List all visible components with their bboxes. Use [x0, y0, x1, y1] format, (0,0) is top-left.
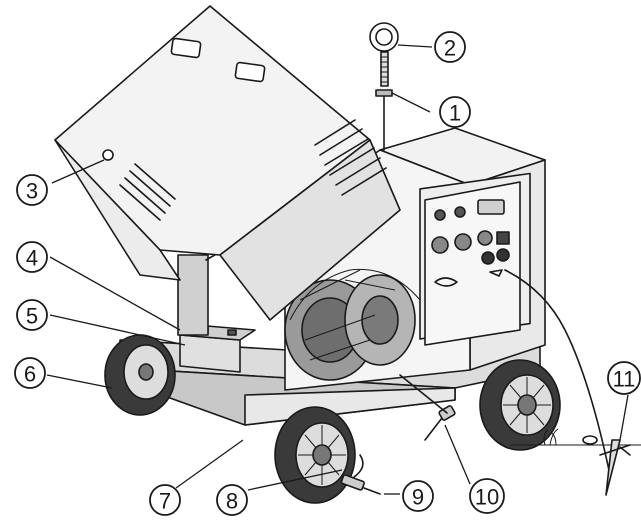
callout-6-label: 6 [24, 362, 36, 387]
callout-10-label: 10 [475, 485, 499, 510]
callout-9-label: 9 [412, 485, 424, 510]
engine-block [284, 268, 421, 381]
drain-hose-clip [353, 454, 364, 478]
canopy-handle-1 [170, 37, 202, 59]
callout-1-label: 1 [449, 101, 461, 126]
callout-1: 1 [439, 96, 471, 128]
panel-fuel-icon [434, 277, 458, 287]
callout-4: 4 [16, 241, 48, 273]
callout-4-label: 4 [26, 246, 38, 271]
callout-3-label: 3 [26, 179, 38, 204]
wheel-front-left [104, 334, 176, 416]
callout-2-label: 2 [444, 36, 456, 61]
panel-breaker [496, 231, 510, 245]
panel-socket-1 [431, 236, 449, 254]
canopy-vents [119, 119, 387, 221]
panel-terminal-1 [481, 251, 495, 265]
callout-6: 6 [14, 357, 46, 389]
callout-11-label: 11 [613, 367, 636, 392]
drain-plug [340, 474, 381, 495]
wheel-rear-right [479, 359, 561, 451]
panel-switch-1 [434, 209, 446, 221]
oil-dipstick [399, 374, 456, 441]
leader-lines [46, 44, 629, 495]
wheel-front-right [274, 406, 356, 504]
callout-9: 9 [402, 480, 434, 512]
panel-socket-3 [477, 230, 493, 246]
callout-2: 2 [434, 31, 466, 63]
lifting-eye-bolt [369, 22, 399, 87]
canopy-handle-2 [234, 61, 266, 83]
panel-ground-icon [489, 269, 503, 277]
lifting-mount-nut [375, 89, 393, 151]
callout-10: 10 [469, 478, 505, 514]
callout-11: 11 [607, 361, 641, 395]
callout-3: 3 [16, 174, 48, 206]
callout-7: 7 [149, 484, 181, 516]
canopy-latch [102, 149, 114, 161]
callout-7-label: 7 [159, 489, 171, 514]
control-panel [424, 181, 521, 346]
panel-terminal-2 [496, 248, 510, 262]
callout-8-label: 8 [226, 489, 238, 514]
callout-5: 5 [16, 299, 48, 331]
panel-switch-2 [454, 206, 466, 218]
panel-display [477, 199, 505, 215]
callout-5-label: 5 [26, 304, 38, 329]
grounding-rod [599, 439, 631, 496]
callout-8: 8 [216, 484, 248, 516]
grounding-cable [504, 269, 611, 476]
panel-socket-2 [454, 233, 472, 251]
canopy-cover [54, 5, 401, 321]
